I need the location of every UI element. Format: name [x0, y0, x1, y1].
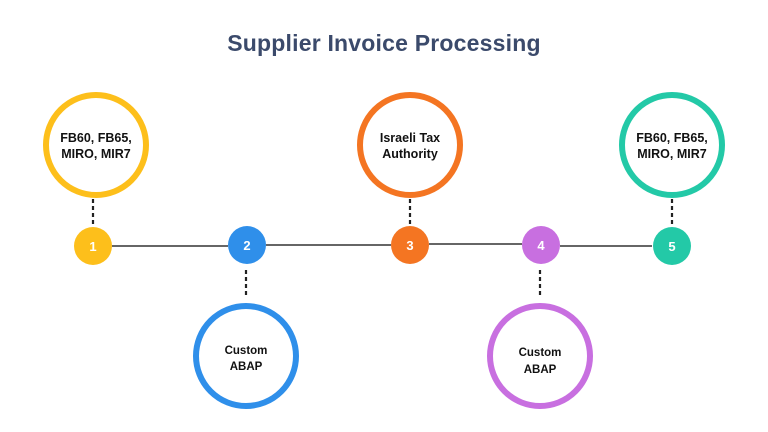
process-box-ring-5 — [619, 92, 725, 198]
step-circle-1 — [74, 227, 112, 265]
step-circle-2 — [228, 226, 266, 264]
step-number-5: 5 — [668, 239, 675, 254]
process-box-ring-3 — [357, 92, 463, 198]
process-box-4: Custom ABAP — [487, 303, 593, 409]
step-number-4: 4 — [537, 238, 545, 253]
diagram-title: Supplier Invoice Processing — [227, 30, 541, 56]
process-box-3: Israeli Tax Authority — [357, 92, 463, 198]
step-circle-5 — [653, 227, 691, 265]
process-box-text-3b: Authority — [382, 147, 438, 161]
step-number-3: 3 — [406, 238, 413, 253]
step-marker-3: 3 — [391, 226, 429, 264]
process-box-text-3a: Israeli Tax — [380, 131, 440, 145]
process-box-ring-1 — [43, 92, 149, 198]
step-circle-4 — [522, 226, 560, 264]
process-box-text-1a: FB60, FB65, — [60, 131, 132, 145]
step-number-2: 2 — [243, 238, 250, 253]
process-box-text-5a: FB60, FB65, — [636, 131, 708, 145]
step-marker-4: 4 — [522, 226, 560, 264]
process-box-text-2b: ABAP — [230, 361, 263, 373]
process-box-2: Custom ABAP — [193, 303, 299, 409]
process-box-text-4a: Custom — [519, 347, 562, 359]
step-marker-1: 1 — [74, 227, 112, 265]
process-box-text-1b: MIRO, MIR7 — [61, 147, 130, 161]
process-box-text-4b: ABAP — [524, 364, 557, 376]
step-circle-3 — [391, 226, 429, 264]
process-box-text-5b: MIRO, MIR7 — [637, 147, 706, 161]
step-marker-2: 2 — [228, 226, 266, 264]
process-box-ring-2 — [193, 303, 299, 409]
process-box-ring-4 — [487, 303, 593, 409]
process-box-1: FB60, FB65, MIRO, MIR7 — [43, 92, 149, 198]
step-number-1: 1 — [89, 239, 96, 254]
process-box-5: FB60, FB65, MIRO, MIR7 — [619, 92, 725, 198]
step-marker-5: 5 — [653, 227, 691, 265]
process-box-text-2a: Custom — [225, 345, 268, 357]
